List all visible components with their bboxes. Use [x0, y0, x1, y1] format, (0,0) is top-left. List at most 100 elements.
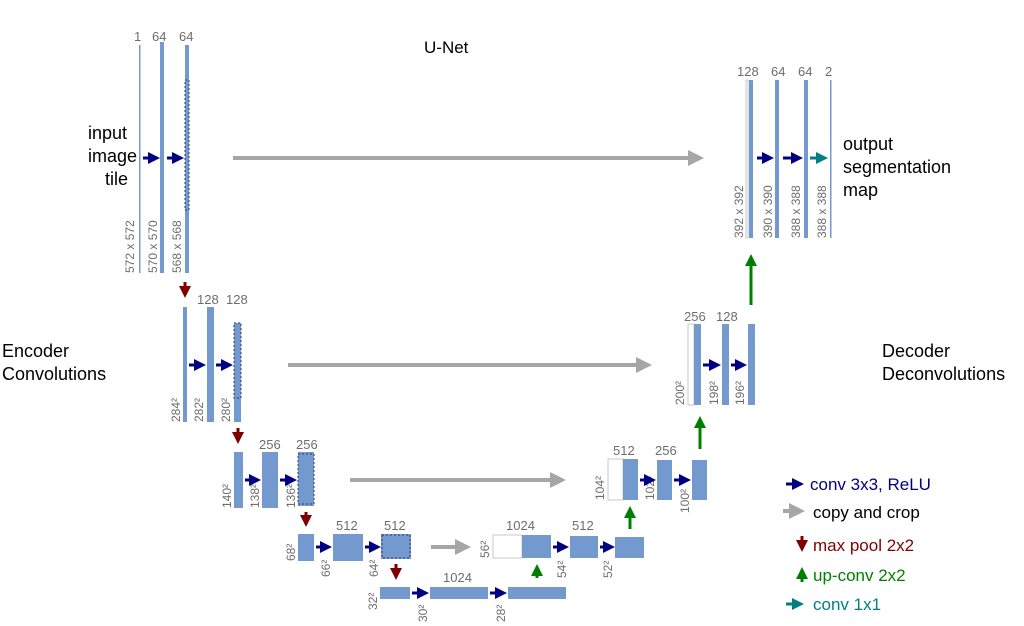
max-pool-arrows: [179, 282, 402, 580]
feature-map-block: [139, 45, 141, 273]
decoder-label: Decoder Deconvolutions: [882, 341, 1005, 384]
size-label: 68²: [284, 544, 298, 561]
channel-label: 512: [572, 518, 594, 533]
size-label: 198²: [707, 381, 721, 405]
feature-map-block: [298, 534, 314, 561]
legend: conv 3x3, ReLU copy and crop max pool 2x…: [783, 475, 931, 614]
feature-map-block: [694, 324, 701, 405]
conv-arrows: [143, 152, 803, 599]
size-label: 54²: [555, 561, 569, 578]
up-conv-arrows: [531, 254, 757, 578]
feature-map-block: [508, 587, 566, 599]
feature-map-block: [160, 42, 164, 273]
size-label: 390 x 390: [761, 185, 775, 238]
copied-feature-block: [607, 458, 624, 501]
channel-label: 256: [684, 309, 706, 324]
size-label: 282²: [192, 398, 206, 422]
size-label: 66²: [319, 560, 333, 577]
legend-item-up: up-conv 2x2: [796, 566, 906, 585]
size-label: 570 x 570: [146, 220, 160, 273]
size-label: 52²: [601, 561, 615, 578]
feature-map-block: [830, 80, 832, 238]
size-label: 64²: [367, 560, 381, 577]
crop-region: [233, 322, 242, 399]
size-label: 196²: [733, 381, 747, 405]
encoder-level-4: 512 512 68² 66² 64²: [284, 518, 411, 577]
output-label-line: map: [843, 180, 878, 200]
copied-feature-block: [687, 323, 695, 406]
decoder-level-3: 512 256 104² 102² 100²: [593, 443, 707, 513]
size-label: 568 x 568: [170, 220, 184, 273]
legend-label: conv 3x3, ReLU: [810, 475, 931, 494]
channel-label: 1024: [506, 518, 535, 533]
crop-region: [184, 79, 190, 211]
legend-item-conv1x1: conv 1x1: [786, 595, 881, 614]
decoder-level-4: 1024 512 56² 54² 52²: [478, 518, 644, 578]
output-label-line: output: [843, 134, 893, 154]
size-label: 392 x 392: [732, 185, 746, 238]
legend-item-pool: max pool 2x2: [796, 536, 914, 555]
size-label: 100²: [678, 489, 692, 513]
feature-map-block: [775, 80, 779, 238]
feature-map-block: [207, 307, 214, 422]
input-label-line: image: [88, 146, 137, 166]
size-label: 138²: [248, 484, 262, 508]
size-label: 140²: [220, 484, 234, 508]
channel-label: 64: [798, 64, 812, 79]
feature-map-block: [623, 459, 638, 500]
size-label: 28²: [494, 605, 508, 622]
legend-label: max pool 2x2: [813, 536, 914, 555]
feature-map-block: [185, 45, 189, 273]
channel-label: 256: [259, 437, 281, 452]
diagram-title: U-Net: [424, 38, 469, 57]
channel-label: 512: [336, 518, 358, 533]
feature-map-block: [430, 587, 488, 599]
feature-map-block: [570, 536, 598, 558]
size-label: 32²: [366, 593, 380, 610]
copied-feature-block: [492, 534, 523, 559]
feature-map-block: [722, 324, 729, 405]
encoder-level-3: 256 256 140² 138² 136²: [220, 437, 318, 508]
encoder-label-line: Encoder: [2, 341, 69, 361]
size-label: 280²: [219, 398, 233, 422]
size-label: 388 x 388: [815, 185, 829, 238]
feature-map-block: [748, 324, 755, 405]
encoder-level-2: 128 128 284² 282² 280²: [169, 292, 248, 422]
channel-label: 256: [655, 443, 677, 458]
size-label: 104²: [593, 476, 607, 500]
channel-label: 128: [197, 292, 219, 307]
feature-map-block: [234, 323, 241, 422]
input-label-line: input: [88, 123, 127, 143]
decoder-level-1: 128 64 64 2 392 x 392 390 x 390 388 x 38…: [732, 64, 832, 239]
size-label: 572 x 572: [123, 220, 137, 273]
size-label: 284²: [169, 398, 183, 422]
feature-map-block: [692, 460, 707, 500]
encoder-label: Encoder Convolutions: [2, 341, 106, 384]
feature-map-block: [380, 587, 410, 599]
copy-crop-arrows: [233, 150, 704, 555]
channel-label: 64: [179, 29, 193, 44]
size-label: 136²: [284, 484, 298, 508]
channel-label: 1024: [443, 570, 472, 585]
feature-map-block: [749, 80, 753, 238]
size-label: 56²: [478, 541, 492, 558]
channel-label: 128: [226, 292, 248, 307]
channel-label: 2: [825, 64, 832, 79]
channel-label: 256: [296, 437, 318, 452]
feature-map-block: [522, 535, 551, 558]
legend-label: up-conv 2x2: [813, 566, 906, 585]
channel-label: 128: [716, 309, 738, 324]
decoder-level-2: 256 128 200² 198² 196²: [673, 309, 755, 406]
feature-map-block: [262, 452, 278, 508]
crop-region: [297, 453, 315, 505]
feature-map-block: [615, 537, 644, 558]
channel-label: 512: [613, 443, 635, 458]
crop-region: [381, 534, 411, 559]
channel-label: 1: [134, 29, 141, 44]
feature-map-block: [333, 534, 363, 561]
size-label: 388 x 388: [789, 185, 803, 238]
feature-map-block: [381, 534, 411, 559]
copied-feature-block: [745, 79, 749, 239]
input-label: input image tile: [88, 123, 137, 189]
